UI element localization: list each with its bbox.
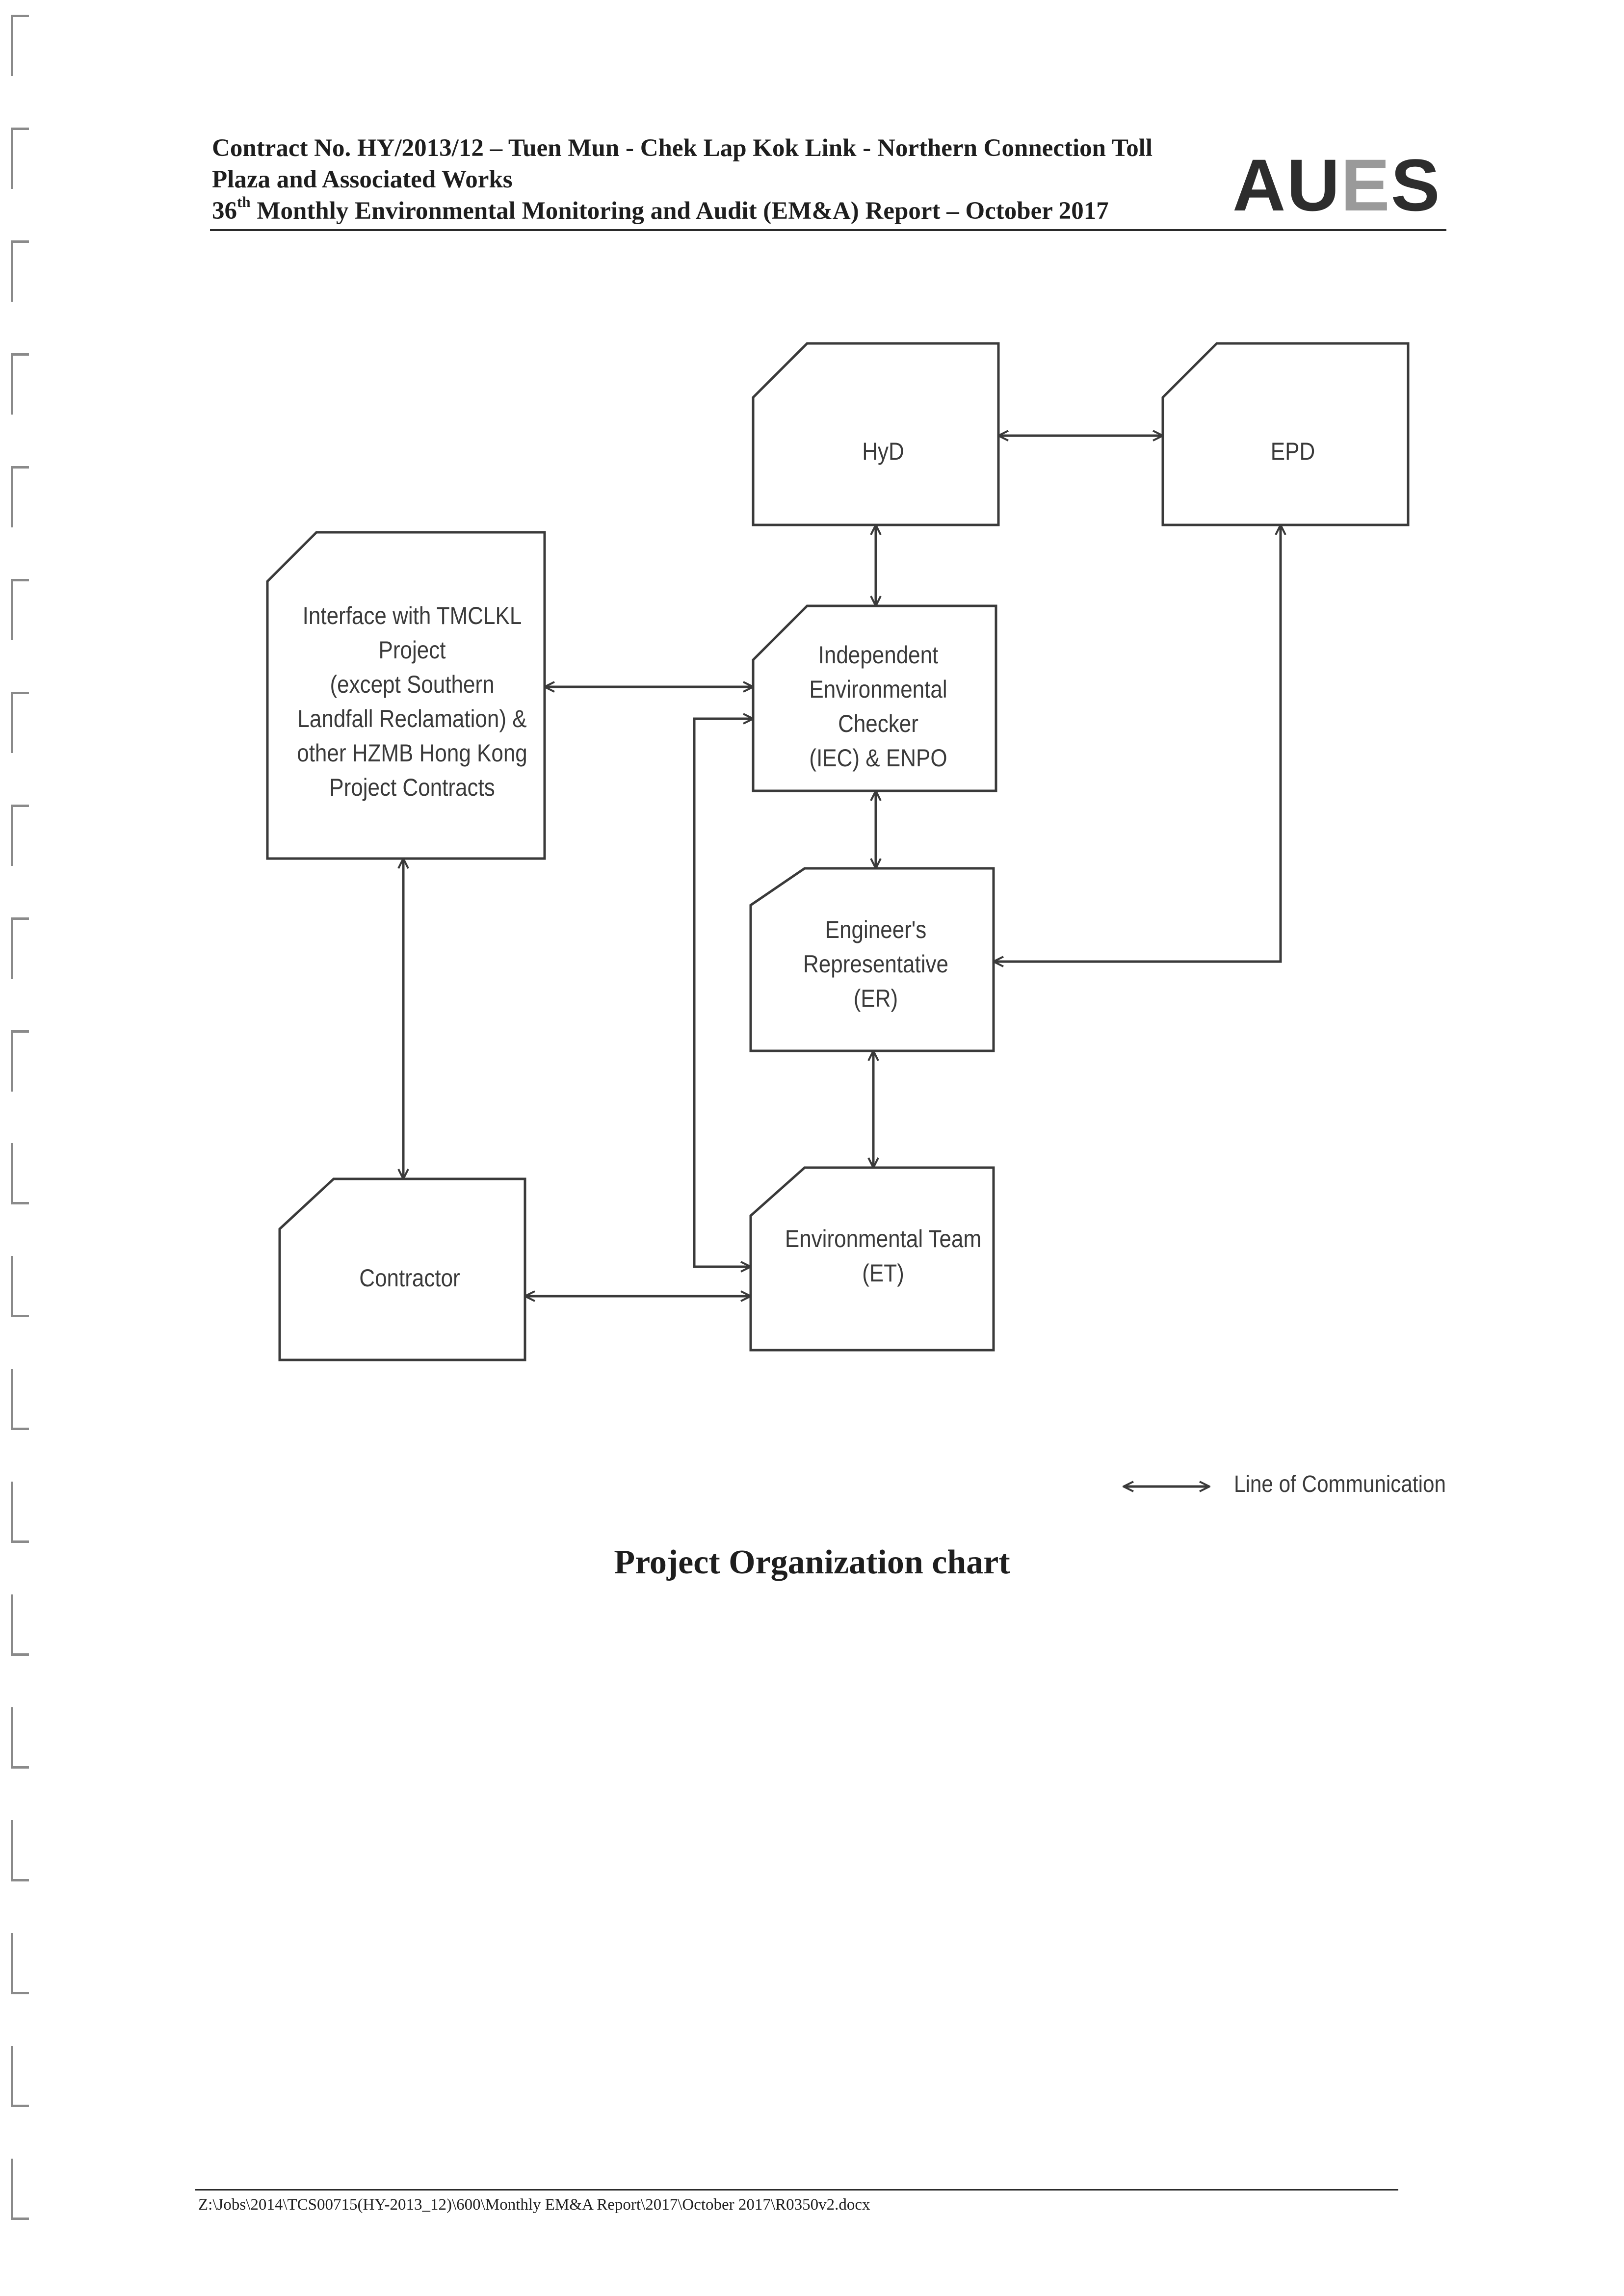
report-ordinal-suffix: th bbox=[237, 193, 251, 210]
binding-mark bbox=[11, 2046, 29, 2107]
binding-mark bbox=[11, 1933, 29, 1994]
epd-label: EPD bbox=[1270, 438, 1315, 465]
footer-file-path: Z:\Jobs\2014\TCS00715(HY-2013_12)\600\Mo… bbox=[198, 2196, 870, 2214]
binding-mark bbox=[11, 466, 29, 527]
binding-mark bbox=[11, 15, 29, 76]
interface-label: Interface with TMCLKL Project (except So… bbox=[297, 602, 527, 801]
binding-mark bbox=[11, 1143, 29, 1204]
binding-mark bbox=[11, 805, 29, 866]
interface-box bbox=[266, 531, 546, 860]
header-contract-line: Contract No. HY/2013/12 – Tuen Mun - Che… bbox=[212, 134, 1153, 162]
binding-mark bbox=[11, 2159, 29, 2220]
header-divider bbox=[210, 229, 1446, 231]
binding-mark bbox=[11, 1707, 29, 1769]
er-label: Engineer's Representative (ER) bbox=[803, 916, 948, 1012]
link-iec-et bbox=[693, 719, 753, 1267]
binding-mark bbox=[11, 353, 29, 415]
binding-mark bbox=[11, 1482, 29, 1543]
footer-divider bbox=[195, 2189, 1398, 2191]
binding-mark bbox=[11, 917, 29, 979]
binding-mark bbox=[11, 1030, 29, 1092]
binding-mark bbox=[11, 128, 29, 189]
et-label: Environmental Team (ET) bbox=[785, 1225, 982, 1287]
page-header: Contract No. HY/2013/12 – Tuen Mun - Che… bbox=[212, 132, 1448, 227]
chart-caption: Project Organization chart bbox=[614, 1543, 1010, 1581]
contractor-label: Contractor bbox=[359, 1264, 460, 1292]
epd-box bbox=[1161, 342, 1410, 526]
binding-mark bbox=[11, 1594, 29, 1656]
header-works-line: Plaza and Associated Works bbox=[212, 166, 513, 193]
binding-mark bbox=[11, 1820, 29, 1881]
aues-logo: AUES bbox=[1232, 144, 1441, 226]
link-epd-er bbox=[994, 525, 1281, 962]
report-title: Monthly Environmental Monitoring and Aud… bbox=[250, 197, 1109, 225]
binding-mark bbox=[11, 1369, 29, 1430]
binding-mark bbox=[11, 240, 29, 302]
hyd-label: HyD bbox=[862, 438, 904, 465]
binding-mark bbox=[11, 692, 29, 753]
report-number: 36 bbox=[212, 197, 237, 225]
binding-mark bbox=[11, 1256, 29, 1317]
legend-label: Line of Communication bbox=[1234, 1471, 1446, 1497]
contractor-box bbox=[278, 1177, 526, 1361]
iec-label: Independent Environmental Checker (IEC) … bbox=[809, 641, 947, 772]
et-box bbox=[749, 1166, 995, 1352]
binding-mark bbox=[11, 579, 29, 640]
header-report-line: 36th Monthly Environmental Monitoring an… bbox=[212, 193, 1448, 227]
